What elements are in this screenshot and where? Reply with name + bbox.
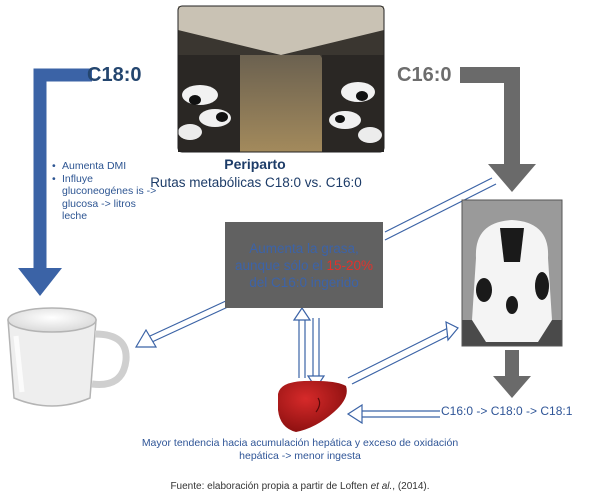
- effects-list: Aumenta DMI Influye gluconeogénes is -> …: [52, 160, 162, 223]
- pathway-label: C16:0 -> C18:0 -> C18:1: [441, 404, 573, 418]
- liver-note: Mayor tendencia hacia acumulación hepáti…: [141, 437, 459, 462]
- thin-arrows: [134, 177, 497, 425]
- effects-item: Aumenta DMI: [52, 160, 162, 173]
- center-box: Aumenta la grasa, aunque sólo el 15-20% …: [225, 222, 383, 308]
- cow-rear-photo: [461, 199, 563, 347]
- gray-arrow-down-head: [493, 376, 531, 398]
- liver-icon: [278, 380, 347, 432]
- milk-mug-image: [7, 307, 130, 407]
- gray-arrow-head: [488, 164, 536, 192]
- source-prefix: Fuente: elaboración propia a partir de L…: [170, 481, 371, 492]
- center-box-text: Aumenta la grasa, aunque sólo el 15-20% …: [229, 240, 379, 291]
- blue-arrow-c18: [33, 68, 92, 272]
- gray-arrow-c16: [460, 67, 520, 168]
- center-box-highlight: 15-20%: [326, 257, 374, 273]
- title-subtitle: Rutas metabólicas C18:0 vs. C16:0: [150, 175, 362, 190]
- title-periparto: Periparto: [224, 156, 286, 172]
- source-caption: Fuente: elaboración propia a partir de L…: [0, 481, 600, 492]
- blue-arrow-head: [18, 268, 62, 296]
- center-box-part1: Aumenta la grasa, aunque sólo el: [234, 240, 359, 273]
- center-box-part2: del C16:0 ingerido: [249, 274, 359, 290]
- source-etal: et al.: [370, 481, 393, 492]
- c16-label: C16:0: [397, 64, 452, 86]
- c18-label: C18:0: [87, 64, 142, 86]
- barn-cows-photo: [177, 5, 385, 153]
- effects-item: Influye gluconeogénes is -> glucosa -> l…: [52, 173, 162, 223]
- source-suffix: , (2014).: [392, 481, 430, 492]
